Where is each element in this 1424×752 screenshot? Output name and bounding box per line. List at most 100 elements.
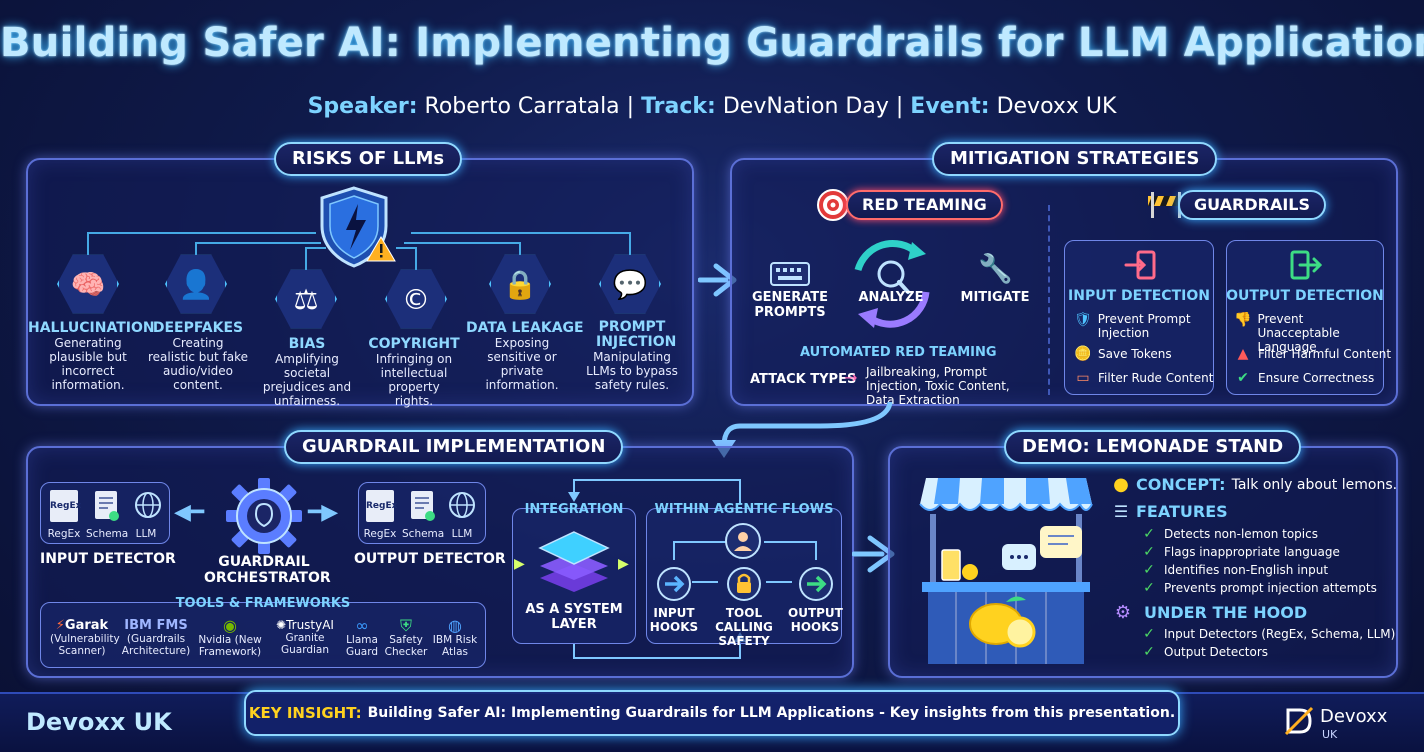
arrow-right-small-icon: → — [844, 368, 858, 387]
separator: | — [626, 94, 635, 119]
input-detection-title: INPUT DETECTION — [1068, 288, 1210, 304]
page-title: Building Safer AI: Implementing Guardrai… — [0, 20, 1424, 66]
footer-brand: Devoxx UK — [26, 708, 172, 736]
list-item: ✓Identifies non-English input — [1140, 562, 1328, 578]
list-item: ✔ Ensure Correctness — [1234, 370, 1374, 386]
attack-types-list: Jailbreaking, Prompt Injection, Toxic Co… — [866, 365, 1010, 407]
detector-item-label: RegEx — [47, 528, 81, 540]
arrow-right-small-icon: ▶ — [514, 556, 525, 572]
track-label: Track: — [641, 94, 716, 119]
check-circle-icon: ✓ — [1143, 580, 1155, 596]
regex-icon: RegEx — [50, 490, 81, 522]
list-item: 🛡 Prevent Prompt Injection — [1074, 312, 1191, 340]
subtitle: Speaker: Roberto Carratala | Track: DevN… — [0, 94, 1424, 119]
nvidia-tool: ◉ Nvidia (New Framework) — [190, 616, 270, 658]
output-hooks-label: OUTPUT HOOKS — [788, 606, 843, 634]
regex-icon: RegEx — [366, 490, 397, 522]
tools-title: TOOLS & FRAMEWORKS — [175, 596, 351, 611]
garak-tool: ⚡Garak (Vulnerability Scanner) — [50, 618, 120, 657]
shield-check-icon: ⛨ — [399, 616, 412, 635]
track-name: DevNation Day — [722, 94, 889, 119]
check-circle-icon: ✓ — [1143, 526, 1155, 542]
list-item: 👎 Prevent Unacceptable Language — [1234, 312, 1340, 354]
orchestrator-gear-icon — [224, 476, 304, 556]
shield-icon — [318, 186, 390, 268]
speaker-label: Speaker: — [307, 94, 418, 119]
list-item: ✓Flags inappropriate language — [1140, 544, 1340, 560]
tools-icon: 🔧 — [978, 252, 1013, 285]
lock-icon — [726, 566, 762, 602]
risks-connector-lines — [87, 232, 631, 273]
trustyai-logo-icon: ✺ — [276, 618, 287, 632]
automated-red-teaming-label: AUTOMATED RED TEAMING — [800, 345, 997, 360]
risk-item-hallucination: HALLUCINATION Generating plausible but i… — [28, 320, 155, 392]
layers-icon — [536, 528, 612, 594]
logout-icon — [1290, 250, 1323, 280]
risk-name: COPYRIGHT — [368, 336, 460, 352]
mitigate-label: MITIGATE — [960, 290, 1030, 305]
coins-icon: 🪙 — [1074, 346, 1092, 362]
risk-name: BIAS — [288, 336, 326, 352]
risk-desc: Exposing sensitive or private informatio… — [485, 336, 559, 392]
risk-item-deepfakes: DEEPFAKES Creating realistic but fake au… — [142, 320, 254, 392]
speaker-name: Roberto Carratala — [424, 94, 620, 119]
tools-box — [40, 602, 486, 668]
red-teaming-title: RED TEAMING — [846, 190, 1003, 220]
list-item: 🪙 Save Tokens — [1074, 346, 1172, 362]
risk-item-data-leakage: DATA LEAKAGE Exposing sensitive or priva… — [466, 320, 584, 392]
risk-desc: Creating realistic but fake audio/video … — [148, 336, 249, 392]
ibm-risk-atlas-tool: ◍ IBM Risk Atlas — [430, 616, 480, 658]
globe-icon — [134, 490, 162, 520]
check-circle-icon: ✔ — [1237, 370, 1249, 386]
safety-checker-tool: ⛨ Safety Checker — [382, 616, 430, 658]
features-heading: ☰ FEATURES — [1113, 502, 1228, 521]
separator: | — [895, 94, 904, 119]
nvidia-logo-icon: ◉ — [223, 616, 237, 635]
input-hooks-label: INPUT HOOKS — [649, 606, 699, 634]
demo-title: DEMO: LEMONADE STAND — [1004, 430, 1302, 464]
keyboard-icon — [770, 262, 810, 286]
arrow-right-small-icon: ━▶ — [308, 500, 339, 525]
input-arrow-icon — [656, 566, 692, 602]
filter-rude-icon: ▭ — [1076, 370, 1090, 386]
output-detection-title: OUTPUT DETECTION — [1226, 288, 1384, 304]
brain-question-icon: 🧠 — [57, 254, 119, 314]
risk-name: PROMPT INJECTION — [596, 319, 677, 350]
risks-title: RISKS OF LLMs — [274, 142, 463, 176]
hood-heading: ⚙ UNDER THE HOOD — [1108, 602, 1307, 623]
list-item: ▲ Filter Harmful Content — [1234, 346, 1391, 362]
shield-small-icon: 🛡 — [1074, 312, 1092, 328]
arrow-left-icon: ◀━ — [174, 500, 205, 525]
risk-desc: Generating plausible but incorrect infor… — [49, 336, 127, 392]
risk-name: DEEPFAKES — [152, 320, 244, 336]
thumbs-down-icon: 👎 — [1234, 312, 1252, 328]
detector-item-label: Schema — [86, 528, 129, 540]
arrow-right-small-icon: ▶ — [618, 556, 629, 572]
llama-guard-tool: ∞ Llama Guard — [342, 616, 382, 658]
agentic-flow-lines — [673, 541, 817, 583]
guardrails-title: GUARDRAILS — [1178, 190, 1326, 220]
engine-icon: ⚙ — [1114, 602, 1132, 623]
risk-name: HALLUCINATION — [28, 320, 155, 336]
trustyai-tool: ✺TrustyAI Granite Guardian — [276, 618, 334, 656]
lemon-icon: ● — [1113, 474, 1129, 495]
risk-item-bias: BIAS Amplifying societal prejudices and … — [250, 336, 364, 408]
scales-icon: ⚖ — [275, 269, 337, 329]
atlas-globe-icon: ◍ — [448, 616, 462, 635]
detector-item-label: Schema — [402, 528, 445, 540]
ibm-fms-tool: IBM FMS (Guardrails Architecture) — [121, 618, 191, 657]
meta-logo-icon: ∞ — [355, 616, 369, 635]
output-arrow-icon — [798, 566, 834, 602]
mitigation-title: MITIGATION STRATEGIES — [932, 142, 1218, 176]
schema-doc-icon — [410, 490, 436, 522]
schema-doc-icon — [94, 490, 120, 522]
target-icon — [816, 188, 850, 222]
check-circle-icon: ✓ — [1143, 544, 1155, 560]
risk-desc: Manipulating LLMs to bypass safety rules… — [586, 350, 678, 392]
detector-item-label: LLM — [451, 528, 473, 540]
login-icon — [1124, 250, 1156, 280]
list-item: ✓Output Detectors — [1140, 644, 1268, 660]
key-insight-text: Building Safer AI: Implementing Guardrai… — [367, 705, 1176, 721]
garak-logo-icon: ⚡ — [55, 618, 65, 633]
lemonade-stand-icon — [916, 474, 1096, 666]
